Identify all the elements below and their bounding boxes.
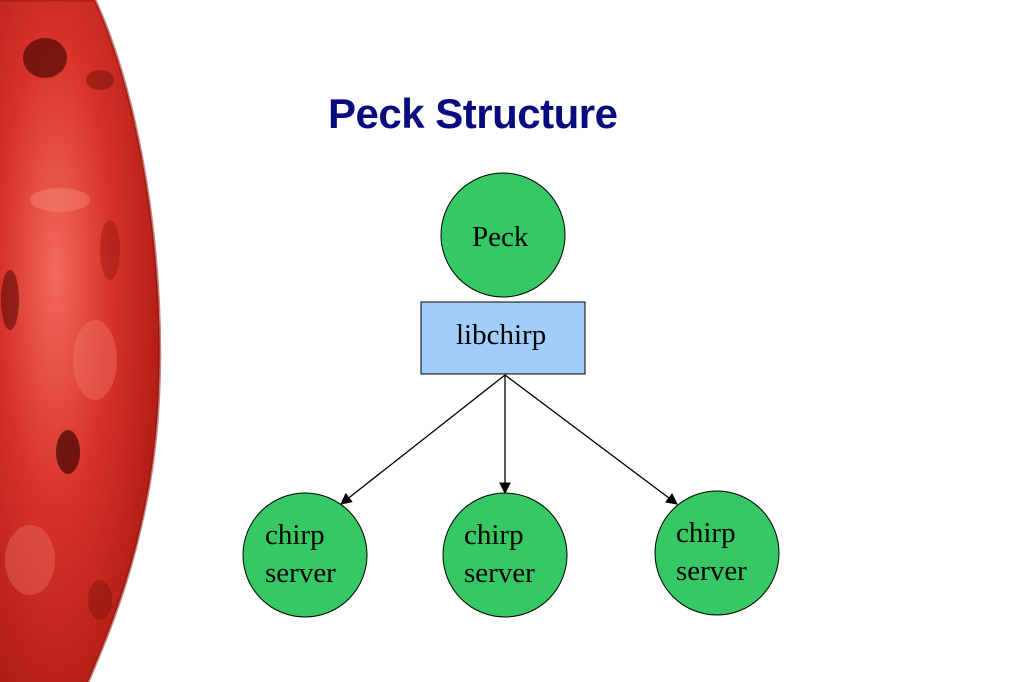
chirp-server-node-3: [654, 490, 780, 616]
chirp-server-1-line1: chirp: [265, 519, 325, 551]
chirp-server-node-1: [242, 492, 368, 618]
chirp-server-label-2: chirp server: [464, 516, 535, 592]
chirp-server-node-2: [442, 492, 568, 618]
slide-title: Peck Structure: [328, 90, 618, 137]
peck-label: Peck: [472, 221, 529, 253]
chirp-server-label-1: chirp server: [265, 516, 336, 592]
peck-node: [440, 172, 566, 298]
chirp-server-2-line1: chirp: [464, 519, 524, 551]
libchirp-box: [420, 301, 586, 375]
chirp-server-3-line1: chirp: [676, 517, 736, 549]
arrow-to-server-3: [504, 374, 678, 505]
decorative-red-panel: [0, 0, 162, 682]
chirp-server-2-line2: server: [464, 557, 535, 589]
chirp-server-label-3: chirp server: [676, 514, 747, 590]
chirp-server-3-line2: server: [676, 555, 747, 587]
chirp-server-1-line2: server: [265, 557, 336, 589]
libchirp-label: libchirp: [456, 319, 547, 351]
arrow-to-server-1: [340, 374, 506, 505]
